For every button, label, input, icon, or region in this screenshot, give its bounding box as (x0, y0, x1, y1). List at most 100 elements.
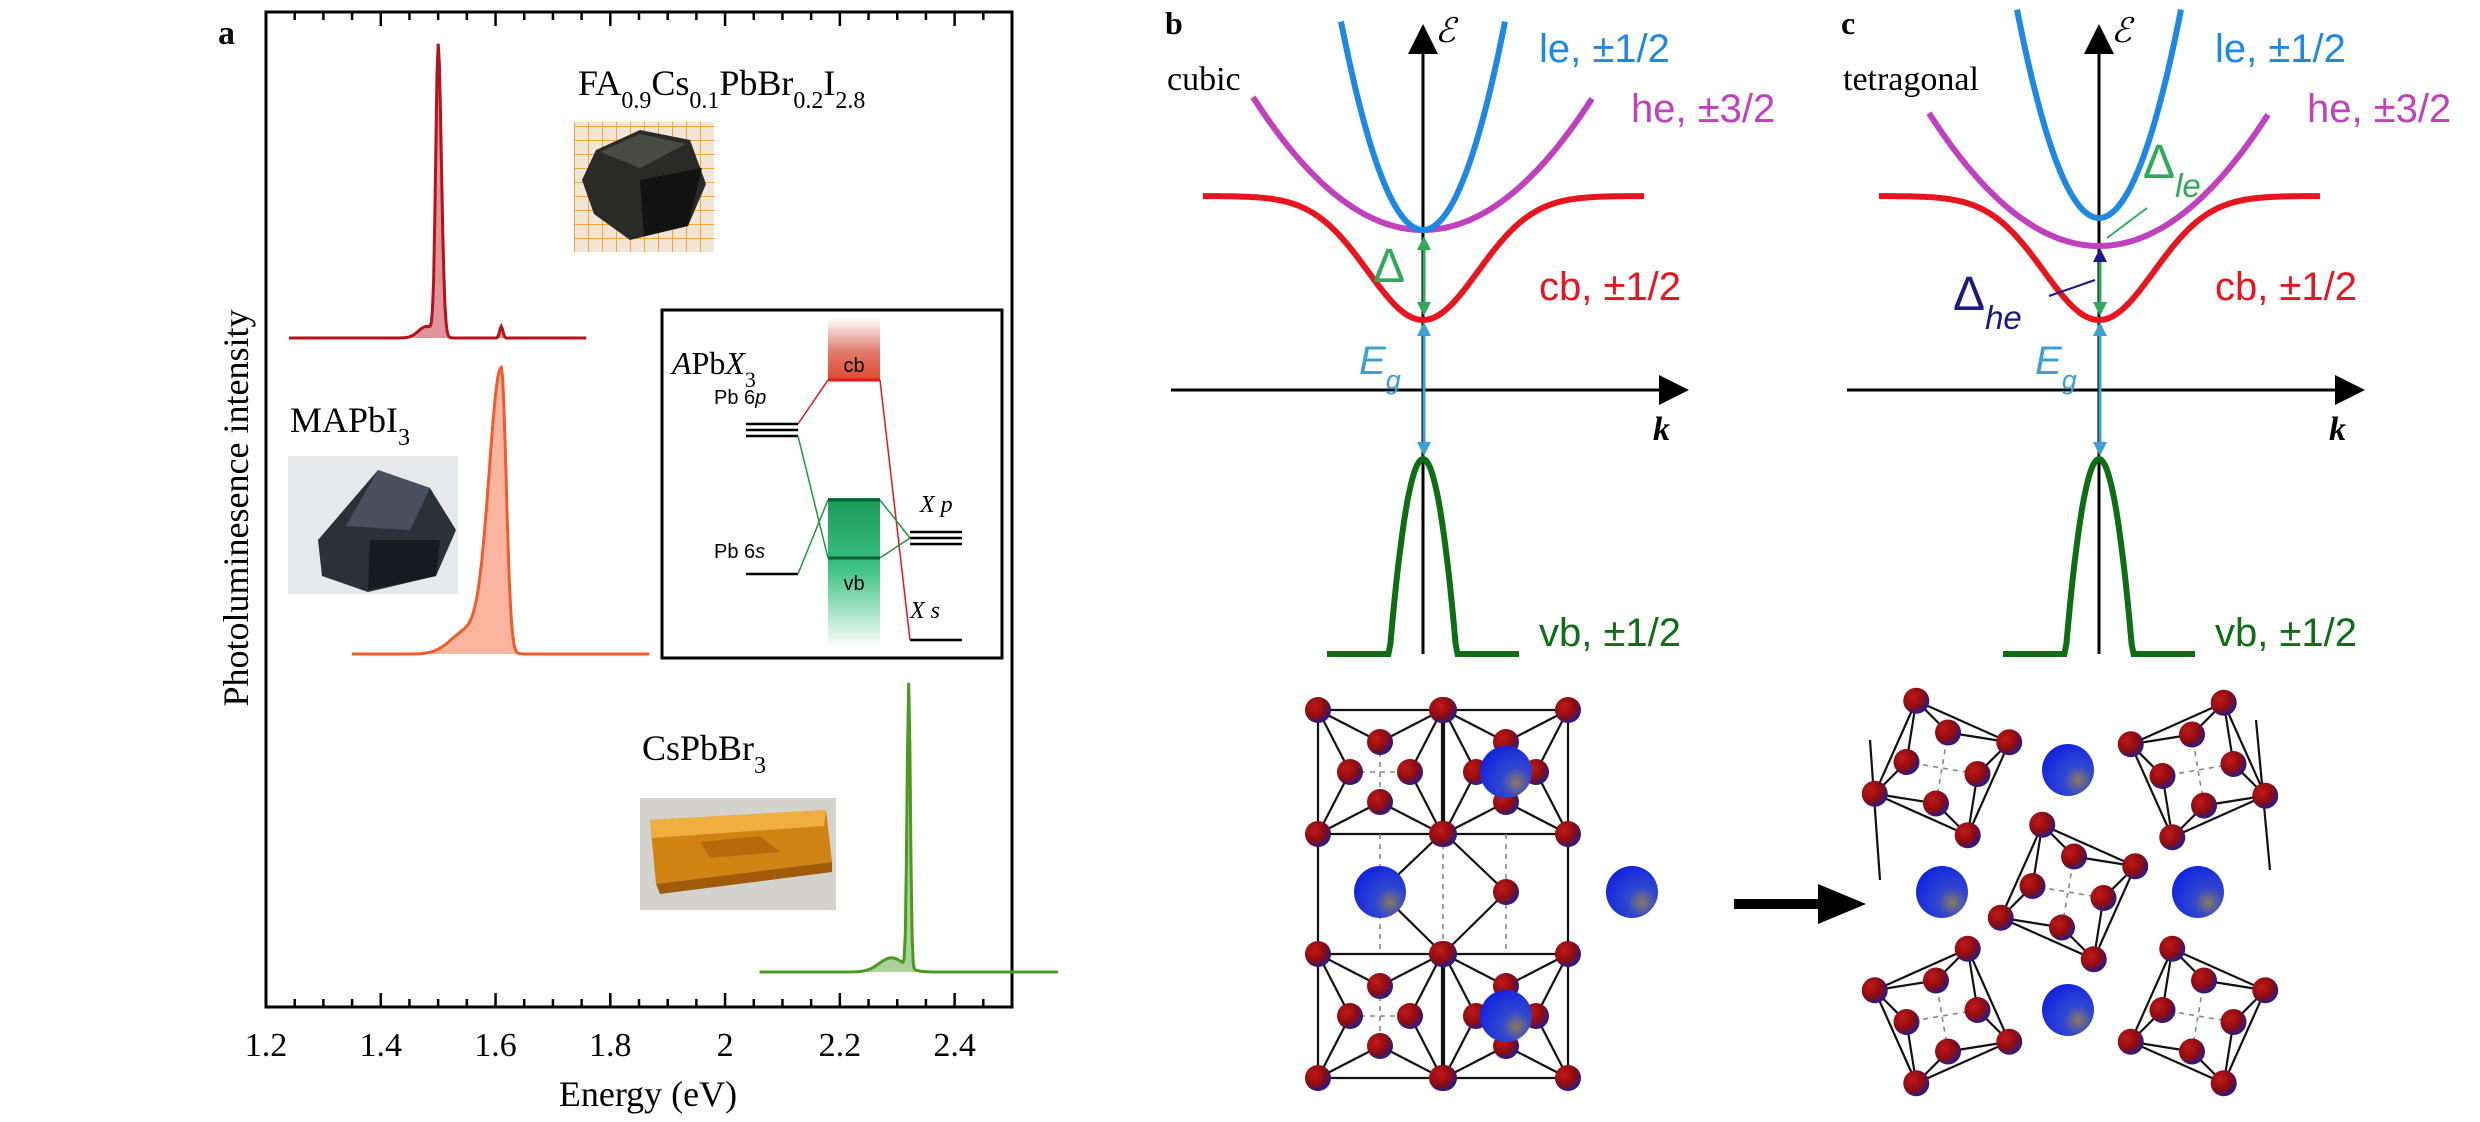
halide-sphere (1367, 1033, 1393, 1059)
k-axis-label: k (1653, 411, 1670, 448)
halide-sphere (1305, 821, 1331, 847)
halide-sphere (1397, 1003, 1423, 1029)
halide-sphere (1922, 967, 1949, 994)
inset-xs-label: X s (909, 598, 940, 624)
inset-vb-label: vb (843, 573, 864, 595)
inset-vb-region (828, 498, 880, 648)
halide-sphere (1893, 748, 1920, 775)
halide-sphere (1903, 1070, 1930, 1097)
bond (2041, 823, 2136, 868)
halide-sphere (1861, 977, 1888, 1004)
cation-sphere (1916, 866, 1968, 918)
eg-arrowhead-up (2093, 322, 2107, 336)
inset-title: APbX3 (670, 345, 756, 392)
delta-he-arrowhead (2093, 248, 2107, 262)
inset-pb6s-label: Pb 6s (714, 541, 765, 563)
bond (2130, 1040, 2225, 1085)
halide-sphere (2090, 885, 2117, 912)
he-band (1926, 111, 2271, 249)
sample-label-fa: FA0.9Cs0.1PbBr0.2I2.8 (578, 63, 865, 114)
halide-sphere (2220, 750, 2247, 777)
he-band-label: he, ±3/2 (1631, 87, 1775, 131)
halide-sphere (2210, 1070, 2237, 1097)
mapbi3-crystal-photo (288, 456, 458, 594)
halide-sphere (2080, 946, 2107, 973)
halide-sphere (1903, 687, 1930, 714)
sample-label-mapbi3: MAPbI3 (290, 400, 410, 451)
halide-sphere (1367, 973, 1393, 999)
phase-label: tetragonal (1843, 61, 1979, 98)
vb-band-label: vb, ±1/2 (1539, 611, 1681, 655)
eg-arrowhead-up (1417, 322, 1431, 336)
halide-sphere (2122, 853, 2149, 880)
eg-arrowhead-down (1417, 442, 1431, 456)
halide-sphere (1954, 822, 1981, 849)
cb-band-label: cb, ±1/2 (1539, 265, 1681, 309)
vb-band-label: vb, ±1/2 (2215, 611, 2357, 655)
bond (2222, 702, 2267, 797)
panel-b-label: b (1165, 5, 1183, 41)
delta-he-label: Δhe (1953, 268, 2022, 336)
le-band-label: le, ±1/2 (2215, 27, 2346, 71)
delta-arrowhead-up (1417, 236, 1431, 250)
energy-axis-label: ℰ (2111, 13, 2135, 50)
halide-sphere (1996, 729, 2023, 756)
halide-sphere (1305, 941, 1331, 967)
x-tick-label: 1.4 (360, 1027, 403, 1064)
he-band-label: he, ±3/2 (2307, 87, 2451, 131)
halide-sphere (1367, 789, 1393, 815)
x-tick-label: 1.6 (474, 1027, 517, 1064)
delta-le-pointer (2106, 207, 2148, 239)
cspbbr3-crystal-photo (640, 798, 836, 910)
inset-cb-label: cb (843, 355, 864, 377)
inset-xp-label: X p (919, 492, 953, 518)
bond (2130, 701, 2225, 746)
delta-le-label: Δle (2143, 136, 2201, 204)
halide-sphere (1954, 935, 1981, 962)
x-axis-label: Energy (eV) (559, 1074, 737, 1114)
cation-sphere (1480, 746, 1532, 798)
cation-sphere (2042, 984, 2094, 1036)
halide-sphere (1337, 759, 1363, 785)
cubic-lattice (1305, 697, 1658, 1091)
halide-sphere (1935, 1038, 1962, 1065)
halide-sphere (2029, 811, 2056, 838)
bond (1873, 989, 1918, 1084)
halide-sphere (2159, 935, 2186, 962)
halide-sphere (1431, 1065, 1457, 1091)
halide-sphere (2191, 792, 2218, 819)
panel-c-label: c (1841, 5, 1855, 41)
halide-sphere (2117, 731, 2144, 758)
delta-he-pointer (2048, 279, 2096, 297)
bond (1873, 700, 1918, 795)
halide-sphere (1493, 879, 1519, 905)
eg-label: Eg (2035, 339, 2077, 395)
bond (2092, 865, 2137, 960)
halide-sphere (2191, 967, 2218, 994)
bond (1874, 792, 1969, 837)
bond (1868, 739, 1882, 881)
halide-sphere (1431, 821, 1457, 847)
halide-sphere (2019, 872, 2046, 899)
panel-a: a Photoluminesence intensity Energy (eV)… (216, 10, 1058, 1114)
cation-sphere (2172, 866, 2224, 918)
bond (1442, 891, 1507, 955)
vb-band (1327, 455, 1519, 657)
inset-cb-region (828, 318, 880, 380)
cb-band (1202, 193, 1645, 324)
halide-sphere (2178, 721, 2205, 748)
transition-arrow (1734, 884, 1866, 924)
halide-sphere (1555, 941, 1581, 967)
halide-sphere (2210, 689, 2237, 716)
eg-label: Eg (1359, 339, 1401, 395)
phase-label: cubic (1167, 61, 1241, 98)
cspbbr3-spectrum-line (759, 682, 1058, 974)
bond (1915, 1040, 2010, 1085)
halide-sphere (1964, 996, 1991, 1023)
halide-sphere (1996, 1028, 2023, 1055)
x-tick-label: 2 (717, 1027, 734, 1064)
halide-sphere (1397, 759, 1423, 785)
